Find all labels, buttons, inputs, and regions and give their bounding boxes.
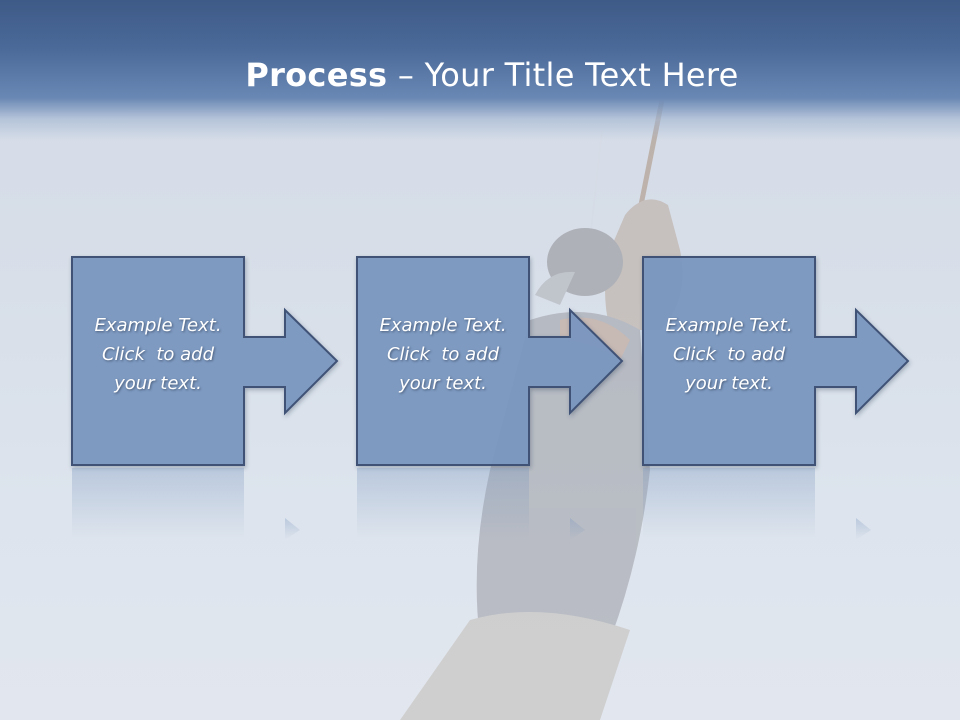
- step-2-line-3: your text.: [399, 373, 487, 394]
- right-arrow-icon: [642, 256, 910, 466]
- process-step-1[interactable]: [71, 256, 339, 540]
- step-2-line-1: Example Text.: [379, 315, 507, 336]
- title-band: [0, 0, 960, 140]
- title-bold: Process: [245, 56, 388, 94]
- step-3-line-1: Example Text.: [665, 315, 793, 336]
- right-arrow-icon: [71, 256, 339, 466]
- step-3-line-2: Click to add: [672, 344, 785, 365]
- step-1-line-3: your text.: [114, 373, 202, 394]
- step-2-line-2: Click to add: [386, 344, 499, 365]
- step-1-text[interactable]: Example Text. Click to add your text.: [72, 311, 244, 398]
- right-arrow-icon: [356, 256, 624, 466]
- page-title[interactable]: Process – Your Title Text Here: [0, 52, 960, 98]
- step-2-text[interactable]: Example Text. Click to add your text.: [357, 311, 529, 398]
- step-1-line-2: Click to add: [101, 344, 214, 365]
- step-1-line-1: Example Text.: [94, 315, 222, 336]
- process-step-2[interactable]: [356, 256, 624, 540]
- process-step-3[interactable]: [642, 256, 910, 540]
- title-rest: – Your Title Text Here: [387, 56, 739, 94]
- step-3-line-3: your text.: [685, 373, 773, 394]
- step-3-text[interactable]: Example Text. Click to add your text.: [643, 311, 815, 398]
